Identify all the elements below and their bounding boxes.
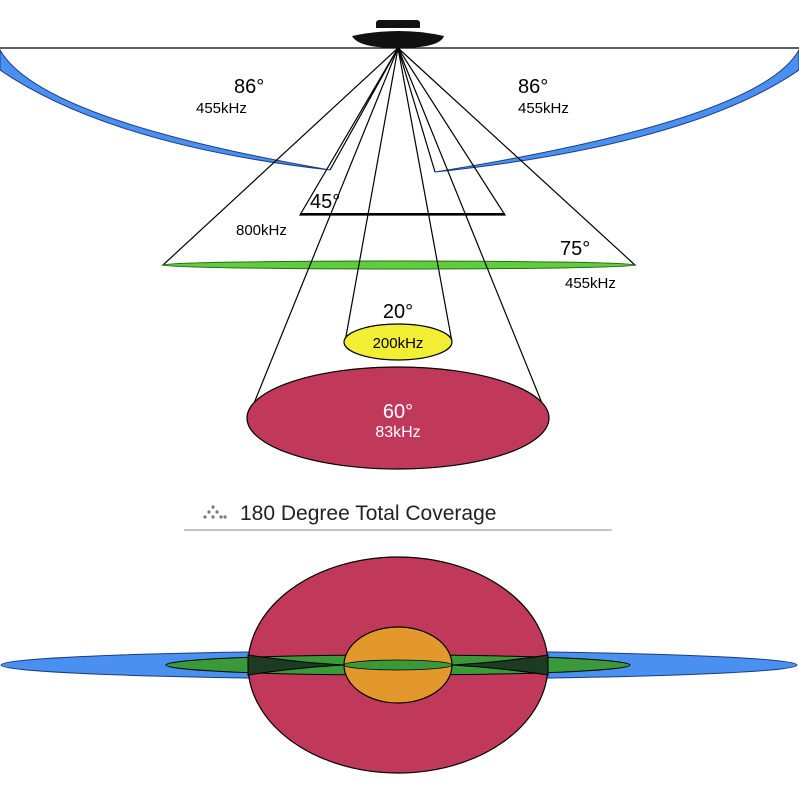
left-86-beam (0, 48, 331, 171)
triangle-dots-icon (203, 505, 227, 519)
center-45-angle-label: 45° (310, 191, 340, 213)
wide-60-beam-outline (247, 47, 549, 419)
right-86-angle-label: 86° (518, 76, 548, 98)
right-86-boundary (397, 47, 436, 173)
wide-60-beam-footprint (246, 366, 550, 470)
center-45-freq-label: 800kHz (236, 222, 287, 239)
wide-75-beam-footprint (162, 260, 636, 270)
left-86-angle-label: 86° (234, 76, 264, 98)
coverage-title: 180 Degree Total Coverage (240, 502, 496, 525)
left-86-freq-label: 455kHz (196, 100, 247, 117)
right-86-beam (434, 48, 799, 173)
narrow-20-beam-outline (344, 47, 453, 343)
boat-stripe (376, 28, 420, 31)
boat-cabin-icon (376, 20, 420, 30)
narrow-20-freq-label: 200kHz (373, 335, 424, 352)
wide-60-freq-label: 83kHz (375, 424, 420, 441)
boat-hull-icon (352, 31, 444, 48)
right-86-freq-label: 455kHz (518, 100, 569, 117)
plan-center-strip (343, 659, 453, 671)
narrow-20-beam-footprint (343, 323, 453, 361)
wide-75-angle-label: 75° (560, 238, 590, 260)
wide-60-angle-label: 60° (383, 401, 413, 423)
narrow-20-angle-label: 20° (383, 301, 413, 323)
wide-75-freq-label: 455kHz (565, 275, 616, 292)
